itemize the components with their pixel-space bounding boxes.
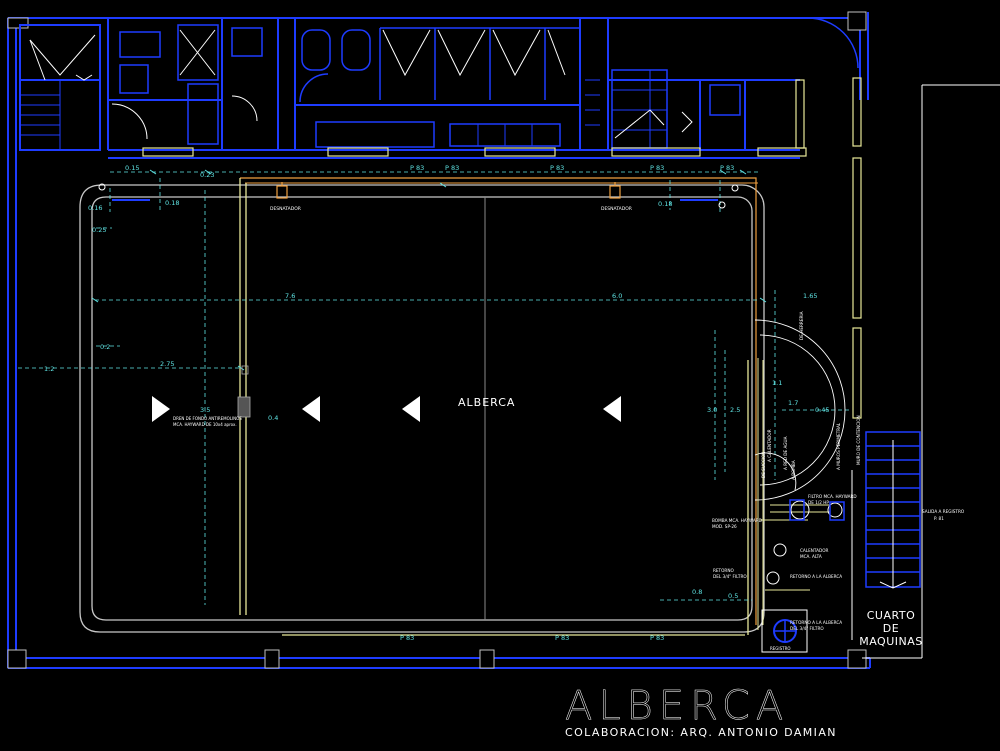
pump-icon — [827, 502, 843, 518]
dimension-lines — [18, 171, 850, 605]
equipment-note: FILTRO MCA. HAYWARD — [808, 494, 857, 499]
equipment-pipes — [757, 358, 830, 630]
top-rooms — [19, 18, 800, 159]
equipment-note: BOMBA MCA. HAYWARD — [712, 518, 762, 523]
equipment-note: CALENTADOR — [800, 548, 829, 553]
equipment-note: RETORNO A LA ALBERCA — [790, 620, 842, 625]
valve-icon — [766, 571, 780, 585]
stairs-arrow — [879, 440, 907, 589]
dim-label: 0.18 — [658, 200, 672, 208]
return-markers — [98, 183, 739, 209]
dim-label: 0.5 — [728, 592, 738, 600]
machine-room-label: CUARTO DE MAQUINAS — [859, 609, 923, 648]
equipment-note: P. 81 — [934, 516, 944, 521]
vertical-note: MURO DE CONTENCION — [856, 415, 861, 465]
machine-room-line: DE — [883, 622, 899, 635]
drain-note2-label: MCA. HAYWARD DE 10x4 aprox. — [173, 422, 237, 427]
register-box — [761, 609, 808, 653]
skimmer-right-label: DESNATADOR — [601, 206, 632, 212]
dim-label: 0.8 — [692, 588, 702, 596]
flow-arrow-icon — [302, 396, 320, 422]
pool-outline — [79, 177, 765, 636]
drain-marker — [241, 365, 249, 375]
flow-arrow-icon — [402, 396, 420, 422]
flow-arrows — [152, 396, 621, 422]
dim-label: 0.4 — [268, 414, 278, 422]
dim-label: 1.2 — [44, 365, 54, 373]
dim-label: 0.25 — [92, 226, 106, 234]
dim-label: P 83 — [720, 164, 734, 172]
drawing-title: ALBERCA — [565, 683, 790, 729]
dim-label: 7.6 — [285, 292, 295, 300]
pool-label: ALBERCA — [458, 396, 515, 409]
windows — [142, 77, 862, 419]
vertical-note: DE SUCCION — [761, 452, 766, 478]
heater-icon — [789, 499, 805, 521]
dim-label: P 83 — [650, 164, 664, 172]
equipment-note: DEL 3/4" FILTRO — [790, 626, 824, 631]
dimension-ticks — [91, 169, 767, 371]
dim-label: P 83 — [550, 164, 564, 172]
title-block: ALBERCA COLABORACION: ARQ. ANTONIO DAMIA… — [565, 684, 837, 739]
dim-label: 1.65 — [803, 292, 817, 300]
vertical-note: A MUROS PERIMETRAL — [836, 422, 841, 470]
dim-label: P 83 — [400, 634, 414, 642]
skimmers — [276, 182, 621, 199]
vertical-note: DE HERRERIA — [799, 311, 804, 340]
strainer-icon — [829, 501, 845, 521]
dim-label: 0.2 — [100, 343, 110, 351]
equipment-note: DE 1/2 HP — [808, 500, 829, 505]
dim-label: 3.5 — [200, 406, 210, 414]
equipment-units — [766, 499, 845, 585]
dim-label: 0.16 — [88, 204, 102, 212]
wall-columns — [7, 11, 867, 669]
dim-label: P 83 — [410, 164, 424, 172]
equipment-notes: FILTRO MCA. HAYWARD DE 1/2 HP BOMBA MCA.… — [712, 494, 965, 631]
main-drain — [237, 396, 251, 418]
machine-room-walls — [851, 84, 1000, 659]
equipment-note: MCA. ALTA — [800, 554, 822, 559]
dim-label: 0.23 — [200, 171, 214, 179]
flow-arrow-icon — [603, 396, 621, 422]
equipment-note: RETORNO A LA ALBERCA — [790, 574, 842, 579]
dim-label: 1.1 — [772, 379, 782, 387]
vertical-note: A BOMBA — [791, 460, 796, 480]
vertical-notes: DE HERRERIA A CALENTADOR A RED DE AGUA A… — [761, 311, 861, 480]
dim-label: 2.75 — [160, 360, 174, 368]
equipment-note: SALIDA A REGISTRO — [922, 509, 965, 514]
flow-arrow-icon — [152, 396, 170, 422]
vertical-note: A RED DE AGUA — [783, 436, 788, 470]
dim-label: 0.15 — [125, 164, 139, 172]
equipment-note: DEL 3/4" FILTRO — [713, 574, 747, 579]
dim-label: 0.45 — [815, 406, 829, 414]
machine-room-line: MAQUINAS — [859, 635, 923, 648]
register-label: REGISTRO — [770, 646, 791, 651]
dim-label: 1.7 — [788, 399, 798, 407]
machine-room-line: CUARTO — [867, 609, 915, 622]
drain-note-label: DREN DE FONDO ANTIREMOLINOS — [173, 416, 242, 421]
dim-label: P 83 — [650, 634, 664, 642]
drawing-credit: COLABORACION: ARQ. ANTONIO DAMIAN — [565, 726, 837, 739]
equipment-note: RETORNO — [713, 568, 734, 573]
skimmer-left-label: DESNATADOR — [270, 206, 301, 212]
dim-label: 0.18 — [165, 199, 179, 207]
dim-label: 3.0 — [707, 406, 717, 414]
dim-label: 2.5 — [730, 406, 740, 414]
dim-label: P 83 — [445, 164, 459, 172]
equipment-note: MOD. SP-26 — [712, 524, 737, 529]
dimension-texts: 0.15 0.23 P 83 P 83 P 83 P 83 P 83 0.16 … — [44, 164, 829, 642]
valve-icon — [773, 543, 787, 557]
dim-label: 6.0 — [612, 292, 622, 300]
dim-label: P 83 — [555, 634, 569, 642]
door-swings — [29, 17, 859, 140]
filter-icon — [790, 500, 810, 520]
vertical-note: A CALENTADOR — [767, 429, 772, 462]
